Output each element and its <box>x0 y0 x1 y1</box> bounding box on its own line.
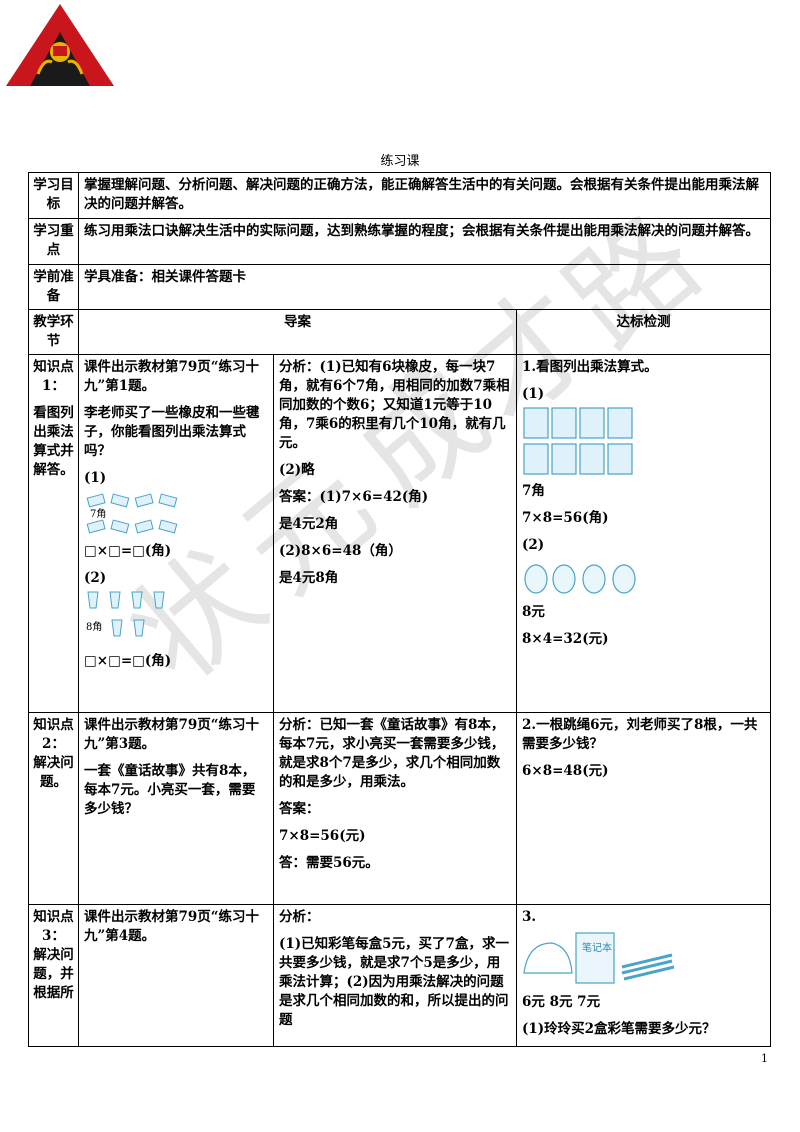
notebook-image <box>523 407 633 475</box>
stage-desc: 解决问题。 <box>33 755 74 790</box>
check-answer: 6×8=48(元) <box>522 763 609 779</box>
analysis-text: (1)已知彩笔每盒5元，买了7盒，求一共要多少钱，就是求7个5是多少，用乘法计算… <box>279 936 509 1028</box>
shuttlecock-image: 8角 <box>86 591 165 637</box>
sub-label: (2) <box>84 570 107 586</box>
eraser-image: 7角 <box>86 493 178 534</box>
check-question: 3. <box>522 909 537 925</box>
analysis-text: 答案： <box>279 801 320 817</box>
stage-label: 知识点3： <box>33 909 74 944</box>
analysis-text: 分析：(1)已知有6块橡皮，每一块7角，就有6个7角，用相同的加数7乘相同加数的… <box>279 359 510 451</box>
guide-cell: 课件出示教材第79页“练习十九”第1题。 李老师买了一些橡皮和一些毽子，你能看图… <box>78 354 274 713</box>
analysis-text: 答：需要56元。 <box>279 855 379 871</box>
notebook-label: 笔记本 <box>582 941 612 954</box>
row-columns: 教学环节 导案 达标检测 <box>28 309 772 355</box>
analysis-text: 答案：(1)7×6=42(角) <box>279 489 429 505</box>
stage-desc: 看图列出乘法算式并解答。 <box>33 405 74 478</box>
page-title: 练习课 <box>380 154 420 169</box>
row-knowledge-2: 知识点2： 解决问题。 课件出示教材第79页“练习十九”第3题。 一套《童话故事… <box>28 712 772 905</box>
check-answer: 8元 <box>522 604 545 620</box>
guide-text: 李老师买了一些橡皮和一些毽子，你能看图列出乘法算式吗？ <box>84 405 260 459</box>
guide-cell: 课件出示教材第79页“练习十九”第3题。 一套《童话故事》共有8本，每本7元。小… <box>78 712 274 905</box>
row-label: 学习重点 <box>28 218 79 265</box>
row-goal: 学习目标 掌握理解问题、分析问题、解决问题的正确方法，能正确解答生活中的有关问题… <box>28 172 772 219</box>
analysis-text: 分析：已知一套《童话故事》有8本，每本7元，求小亮买一套需要多少钱，就是求8个7… <box>279 717 505 790</box>
check-cell: 1.看图列出乘法算式。 (1) 7角 7×8=56(角) (2) 8元 <box>515 354 772 713</box>
row-text: 练习用乘法口诀解决生活中的实际问题，达到熟练掌握的程度；会根据有关条件提出能用乘… <box>77 218 772 265</box>
sub-label: (1) <box>522 386 545 402</box>
color-pens-icon <box>621 953 675 981</box>
analysis-text: 是4元8角 <box>279 570 339 586</box>
price-tag: 8角 <box>86 621 102 633</box>
lesson-table: 学习目标 掌握理解问题、分析问题、解决问题的正确方法，能正确解答生活中的有关问题… <box>28 172 772 1047</box>
row-text: 掌握理解问题、分析问题、解决问题的正确方法，能正确解答生活中的有关问题。会根据有… <box>77 172 772 219</box>
guide-text: 一套《童话故事》共有8本，每本7元。小亮买一套，需要多少钱？ <box>84 763 256 817</box>
analysis-text: 分析： <box>279 909 320 925</box>
stage-cell: 知识点2： 解决问题。 <box>28 712 79 905</box>
analysis-text: (2)略 <box>279 462 315 478</box>
stage-cell: 知识点1： 看图列出乘法算式并解答。 <box>28 354 79 713</box>
check-answer: 8×4=32(元) <box>522 631 609 647</box>
price-tag: 7角 <box>90 508 106 520</box>
analysis-cell: 分析：已知一套《童话故事》有8本，每本7元，求小亮买一套需要多少钱，就是求8个7… <box>273 712 517 905</box>
stage-desc: 解决问题，并根据所 <box>33 947 74 1001</box>
sub-label: (1) <box>84 470 107 486</box>
helmet-icon <box>523 942 573 974</box>
analysis-text: 7×8=56(元) <box>279 828 366 844</box>
check-question: (1)玲玲买2盒彩笔需要多少元？ <box>522 1021 716 1037</box>
check-answer: 7×8=56(角) <box>522 510 609 526</box>
stage-cell: 知识点3： 解决问题，并根据所 <box>28 904 79 1047</box>
blank-equation: □×□=□(角) <box>84 543 172 559</box>
check-question: 2.一根跳绳6元，刘老师买了8根，一共需要多少钱？ <box>522 717 758 752</box>
col-header-check: 达标检测 <box>515 309 772 355</box>
blank-equation: □×□=□(角) <box>84 653 172 669</box>
guide-text: 课件出示教材第79页“练习十九”第3题。 <box>84 717 260 752</box>
row-knowledge-1: 知识点1： 看图列出乘法算式并解答。 课件出示教材第79页“练习十九”第1题。 … <box>28 354 772 713</box>
analysis-text: (2)8×6=48（角） <box>279 543 402 559</box>
row-label: 学习目标 <box>28 172 79 219</box>
stage-label: 知识点2： <box>33 717 74 752</box>
price-list: 6元 8元 7元 <box>522 994 601 1010</box>
row-prep: 学前准备 学具准备：相关课件答题卡 <box>28 264 772 310</box>
check-answer: 7角 <box>522 483 545 499</box>
stationery-image: 笔记本 <box>523 932 675 984</box>
guide-cell: 课件出示教材第79页“练习十九”第4题。 <box>78 904 274 1047</box>
pineapple-image <box>524 564 636 594</box>
analysis-text: 是4元2角 <box>279 516 339 532</box>
stage-label: 知识点1： <box>33 359 74 394</box>
school-emblem-logo <box>6 4 114 86</box>
notebook-icon: 笔记本 <box>575 932 615 984</box>
analysis-cell: 分析： (1)已知彩笔每盒5元，买了7盒，求一共要多少钱，就是求7个5是多少，用… <box>273 904 517 1047</box>
col-header-guide: 导案 <box>78 309 517 355</box>
check-cell: 3. 笔记本 6元 8元 7元 (1)玲玲买2盒彩笔需要多少元？ <box>515 904 772 1047</box>
page-number: 1 <box>761 1052 768 1065</box>
guide-text: 课件出示教材第79页“练习十九”第1题。 <box>84 359 260 394</box>
row-label: 学前准备 <box>28 264 79 310</box>
row-knowledge-3: 知识点3： 解决问题，并根据所 课件出示教材第79页“练习十九”第4题。 分析：… <box>28 904 772 1047</box>
guide-text: 课件出示教材第79页“练习十九”第4题。 <box>84 909 260 944</box>
analysis-cell: 分析：(1)已知有6块橡皮，每一块7角，就有6个7角，用相同的加数7乘相同加数的… <box>273 354 517 713</box>
sub-label: (2) <box>522 537 545 553</box>
col-header-stage: 教学环节 <box>28 309 79 355</box>
row-focus: 学习重点 练习用乘法口诀解决生活中的实际问题，达到熟练掌握的程度；会根据有关条件… <box>28 218 772 265</box>
check-question: 1.看图列出乘法算式。 <box>522 359 658 375</box>
row-text: 学具准备：相关课件答题卡 <box>77 264 772 310</box>
check-cell: 2.一根跳绳6元，刘老师买了8根，一共需要多少钱？ 6×8=48(元) <box>515 712 772 905</box>
